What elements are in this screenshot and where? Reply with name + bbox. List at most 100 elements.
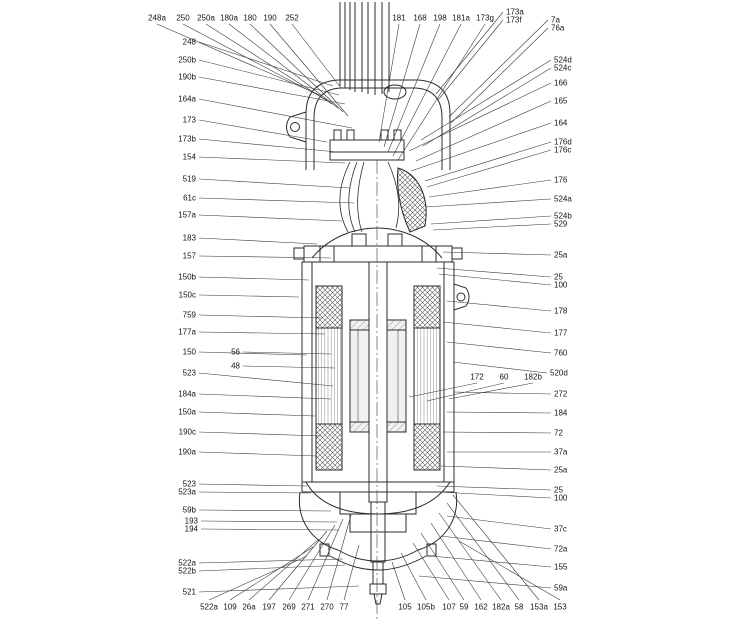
part-label: 193: [184, 516, 198, 526]
leader-line: [412, 542, 450, 601]
part-label: 183: [182, 233, 196, 243]
part-label: 519: [182, 174, 196, 184]
part-label: 523a: [178, 487, 196, 497]
leader-line: [228, 23, 339, 109]
leader-line: [326, 514, 352, 601]
part-label: 25a: [554, 465, 568, 475]
leader-line: [198, 483, 308, 487]
part-label: 250a: [197, 13, 215, 23]
leader-line: [383, 23, 421, 148]
part-label: 150: [182, 347, 196, 357]
part-label: 177a: [178, 327, 196, 337]
leader-line: [198, 119, 328, 143]
leader-line: [415, 100, 552, 162]
leader-line: [269, 23, 349, 117]
leader-line: [446, 411, 552, 414]
leader-line: [198, 509, 332, 512]
part-label: 37a: [554, 447, 568, 457]
leader-line: [198, 76, 346, 105]
leader-line: [446, 515, 552, 530]
leader-line: [198, 491, 312, 494]
part-label: 105b: [417, 602, 435, 612]
part-label: 759: [182, 310, 196, 320]
part-label: 173a: [506, 7, 524, 17]
handle-hole: [383, 84, 407, 100]
part-label: 153: [553, 602, 567, 612]
part-label: 252: [285, 13, 299, 23]
leader-line: [268, 530, 328, 601]
part-label: 181a: [452, 13, 470, 23]
part-label: 176c: [554, 145, 572, 155]
leader-line: [198, 585, 360, 593]
leader-line: [198, 138, 338, 153]
part-label: 59: [459, 602, 469, 612]
part-label: 270: [320, 602, 334, 612]
part-label: 248a: [148, 13, 166, 23]
part-label: 250b: [178, 55, 196, 65]
leader-line: [198, 411, 316, 417]
part-label: 520d: [550, 368, 568, 378]
part-label: 72: [554, 428, 563, 438]
leader-line: [291, 23, 342, 89]
leader-line: [198, 558, 344, 564]
part-label: 157a: [178, 210, 196, 220]
part-label: 197: [262, 602, 276, 612]
side-bracket: [453, 283, 470, 311]
part-label: 522b: [178, 566, 196, 576]
leader-line: [438, 491, 552, 499]
part-label: 180: [243, 13, 257, 23]
leader-line: [391, 561, 406, 601]
leader-line: [448, 382, 534, 400]
leader-line: [198, 237, 318, 245]
part-label: 182b: [524, 372, 542, 382]
leader-line: [438, 512, 502, 601]
part-label: 168: [413, 13, 427, 23]
leader-line: [229, 546, 314, 601]
leader-line: [198, 451, 318, 457]
part-label: 523: [182, 368, 196, 378]
part-label: 109: [223, 602, 237, 612]
part-label: 523: [182, 479, 196, 489]
part-label: 162: [474, 602, 488, 612]
part-label: 59b: [182, 505, 196, 515]
part-label: 760: [554, 348, 568, 358]
leader-line: [198, 178, 351, 189]
part-label: 194: [184, 524, 198, 534]
part-label: 190b: [178, 72, 196, 82]
leader-line: [249, 23, 344, 113]
leader-line: [440, 465, 552, 471]
leader-line: [450, 27, 549, 124]
part-label: 58: [514, 602, 524, 612]
part-label: 198: [433, 13, 447, 23]
part-label: 105: [398, 602, 412, 612]
part-label: 178: [554, 306, 568, 316]
leader-line: [430, 555, 552, 568]
part-label: 100: [554, 280, 568, 290]
leader-line: [426, 149, 552, 188]
part-label: 173f: [506, 15, 522, 25]
leader-line: [430, 215, 552, 225]
motor-leads: [339, 161, 400, 233]
leader-line: [446, 300, 552, 312]
top-cover: [286, 79, 451, 170]
part-label: 248: [182, 37, 196, 47]
part-label: 176d: [554, 137, 572, 147]
leader-line: [242, 365, 336, 369]
leader-line: [430, 522, 482, 601]
part-label: 524c: [554, 63, 572, 73]
leader-line: [440, 535, 552, 550]
leader-line: [442, 251, 552, 256]
part-label: 524a: [554, 194, 572, 204]
part-label: 25: [554, 485, 563, 495]
part-label: 182a: [492, 602, 510, 612]
leader-line: [248, 538, 320, 601]
leader-line: [198, 214, 343, 222]
part-label: 150c: [178, 290, 196, 300]
leader-line: [198, 276, 310, 281]
part-label: 100: [554, 493, 568, 503]
leader-line: [200, 528, 340, 531]
part-label: 177: [554, 328, 568, 338]
leader-line: [438, 273, 552, 286]
leader-line: [428, 179, 552, 198]
